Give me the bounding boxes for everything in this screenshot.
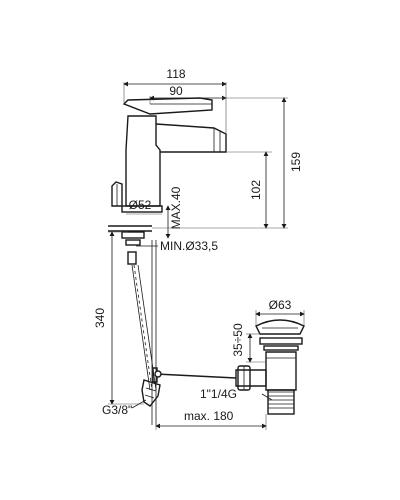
waste-assembly <box>235 319 305 415</box>
dim-total-height: 159 <box>289 152 303 172</box>
dim-overall-length: 118 <box>166 67 185 81</box>
dimension-lines <box>108 81 305 430</box>
deck-surface <box>108 225 152 265</box>
dim-base-diameter: Ø52 <box>129 198 152 212</box>
dim-hose-length: 340 <box>93 308 107 328</box>
dim-waste-thread: 1"1/4G <box>200 387 237 401</box>
dim-rod-max-length: max. 180 <box>184 409 234 423</box>
dim-waste-height-range: 35÷50 <box>231 323 245 357</box>
pop-up-rod <box>151 240 237 425</box>
dim-max-deck-thickness: MAX.40 <box>169 186 183 229</box>
flexible-hose <box>131 264 161 407</box>
dim-min-hole-diameter: MIN.Ø33,5 <box>160 239 218 253</box>
dim-spout-height: 102 <box>249 180 263 200</box>
dim-spout-length: 90 <box>169 84 183 98</box>
dim-waste-diameter: Ø63 <box>269 298 292 312</box>
dim-hose-connection: G3/8" <box>102 403 132 417</box>
waste-thread <box>267 389 295 415</box>
